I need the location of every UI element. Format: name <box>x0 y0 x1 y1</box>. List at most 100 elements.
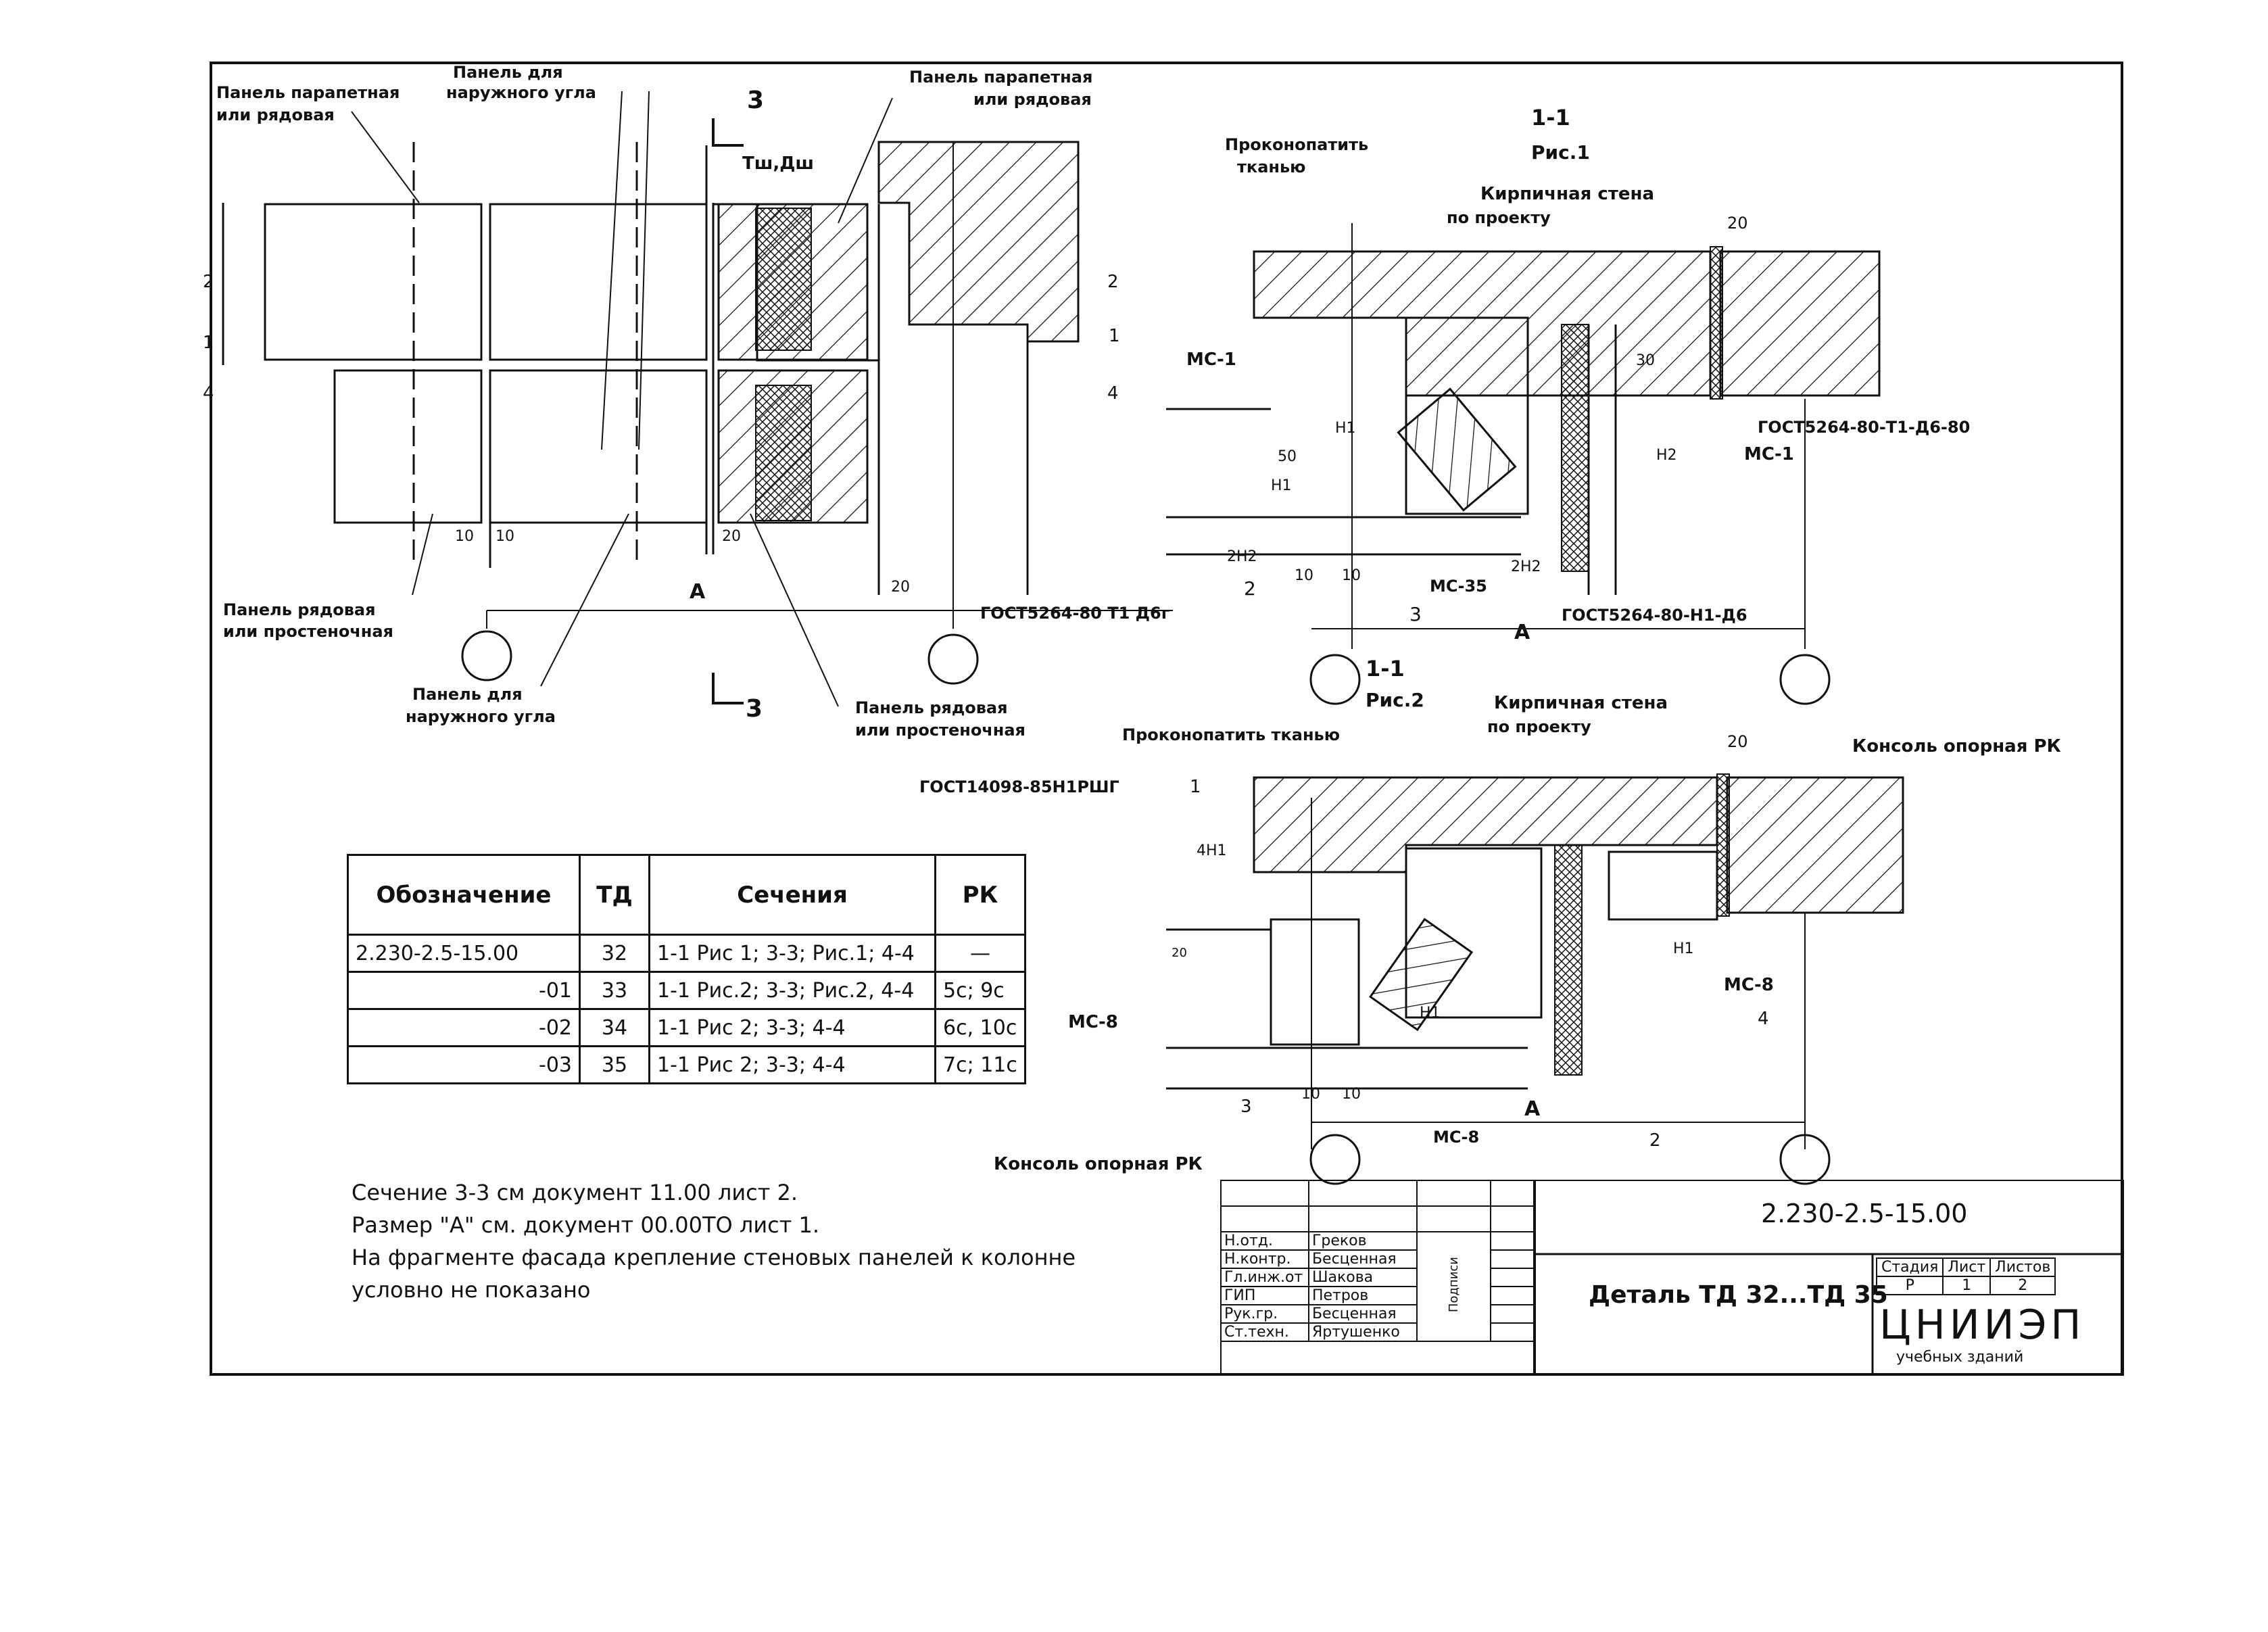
svg-text:ГОСТ5264-80-Т1-Д6-80: ГОСТ5264-80-Т1-Д6-80 <box>1758 418 1970 437</box>
svg-text:Панель для: Панель для <box>453 63 563 82</box>
svg-text:Панель для: Панель для <box>412 685 523 704</box>
svg-text:по проекту: по проекту <box>1487 717 1591 736</box>
stamp-name: Петров <box>1307 1286 1418 1305</box>
svg-text:МС-8: МС-8 <box>1068 1012 1118 1032</box>
stamp-role: Н.отд. <box>1220 1231 1309 1251</box>
d2-dim-10a: 10 <box>1301 1086 1320 1103</box>
d2-dim-20: 20 <box>1727 732 1748 751</box>
sheet-frame <box>210 62 2123 1376</box>
svg-text:2: 2 <box>203 272 214 292</box>
svg-text:10: 10 <box>1342 1086 1361 1103</box>
svg-text:30: 30 <box>1636 352 1655 369</box>
d1-mc1-right: МС-1 <box>1744 444 1794 464</box>
svg-text:Консоль опорная РК: Консоль опорная РК <box>1852 736 2061 757</box>
organization-subtitle: учебных зданий <box>1896 1349 2024 1366</box>
d1-brick-2: по проекту <box>1447 208 1551 227</box>
svg-text:Рис.2: Рис.2 <box>1366 689 1424 711</box>
note-line: условно не показано <box>352 1277 591 1303</box>
axis-circle <box>1779 654 1831 705</box>
d2-n1b: Н1 <box>1673 940 1694 957</box>
stamp-role: ГИП <box>1220 1286 1309 1305</box>
svg-text:ГОСТ14098-85Н1РШГ: ГОСТ14098-85Н1РШГ <box>919 777 1119 796</box>
dim-4-right: 4 <box>1107 383 1119 404</box>
label-panel-corner: Панель для <box>453 63 563 82</box>
spec-cell: 2.230-2.5-15.00 <box>347 934 581 973</box>
d1-fig: Рис.1 <box>1531 141 1590 164</box>
svg-text:20: 20 <box>1727 732 1748 751</box>
stamp-role: Ст.техн. <box>1220 1322 1309 1342</box>
d1-dim-30: 30 <box>1636 352 1655 369</box>
svg-text:или простеночная: или простеночная <box>223 622 393 641</box>
svg-text:МС-35: МС-35 <box>1430 577 1487 596</box>
svg-text:Проконопатить: Проконопатить <box>1225 135 1368 154</box>
spec-cell: 5с; 9с <box>934 971 1026 1010</box>
spec-header-designation: Обозначение <box>347 854 581 936</box>
d1-gost-right: ГОСТ5264-80-Т1-Д6-80 <box>1758 418 1970 437</box>
svg-text:Н1: Н1 <box>1271 477 1292 494</box>
svg-text:или простеночная: или простеночная <box>855 721 1026 740</box>
table-row: -02 34 1-1 Рис 2; 3-3; 4-4 6с, 10с <box>347 1008 1026 1047</box>
svg-text:Н2: Н2 <box>1656 447 1677 464</box>
axis-circle <box>1309 1134 1361 1185</box>
svg-text:1-1: 1-1 <box>1531 105 1570 130</box>
d1-dim-10a: 10 <box>1295 567 1313 584</box>
detail-1 <box>1166 223 1881 705</box>
stamp-role: Гл.инж.от <box>1220 1268 1309 1287</box>
stamp-name: Греков <box>1307 1231 1418 1251</box>
svg-text:ГОСТ5264-80-Н1-Д6: ГОСТ5264-80-Н1-Д6 <box>1562 606 1747 625</box>
spec-cell: 1-1 Рис 2; 3-3; 4-4 <box>648 1045 936 1084</box>
d2-item-1: 1 <box>1190 777 1201 797</box>
d2-item-2: 2 <box>1649 1130 1661 1151</box>
d1-n2: Н2 <box>1656 447 1677 464</box>
svg-text:20: 20 <box>722 528 741 545</box>
svg-text:Тш,Дш: Тш,Дш <box>742 153 814 174</box>
spec-cell: — <box>934 934 1026 973</box>
d2-console-bottom: Консоль опорная РК <box>994 1154 1203 1174</box>
spec-cell: 7с; 11с <box>934 1045 1026 1084</box>
note-line: Сечение 3-3 см документ 11.00 лист 2. <box>352 1180 798 1205</box>
d2-console: Консоль опорная РК <box>1852 736 2061 757</box>
svg-text:2Н2: 2Н2 <box>1227 548 1257 565</box>
d1-weld-2n2: 2Н2 <box>1227 548 1257 565</box>
spec-cell: 35 <box>579 1045 650 1084</box>
d1-item-3: 3 <box>1409 603 1422 625</box>
d1-dim-10b: 10 <box>1342 567 1361 584</box>
dim-10a: 10 <box>455 528 474 545</box>
sheets-header: Листов <box>1989 1257 2056 1277</box>
svg-text:Рис.1: Рис.1 <box>1531 141 1590 164</box>
svg-text:3: 3 <box>1409 603 1422 625</box>
spec-cell: -03 <box>347 1045 581 1084</box>
svg-text:наружного угла: наружного угла <box>406 707 556 726</box>
svg-text:Н1: Н1 <box>1673 940 1694 957</box>
svg-text:20: 20 <box>1727 214 1748 233</box>
svg-text:1: 1 <box>1190 777 1201 797</box>
label-panel-parapet-right: Панель парапетная <box>909 68 1092 87</box>
svg-text:4: 4 <box>1758 1009 1769 1029</box>
spec-header-rk: РК <box>934 854 1026 936</box>
d2-mc8-bottom: МС-8 <box>1433 1128 1479 1147</box>
table-row: 2.230-2.5-15.00 32 1-1 Рис 1; 3-3; Рис.1… <box>347 934 1026 973</box>
section-mark-top: 3 <box>747 87 764 114</box>
spec-header-td: ТД <box>579 854 650 936</box>
table-row: -03 35 1-1 Рис 2; 3-3; 4-4 7с; 11с <box>347 1045 1026 1084</box>
d1-weld-2n2b: 2Н2 <box>1511 558 1541 575</box>
svg-text:3: 3 <box>1240 1097 1252 1117</box>
panel-section <box>717 203 869 524</box>
d2-axis-a: А <box>1524 1097 1541 1121</box>
spec-table: Обозначение ТД Сечения РК 2.230-2.5-15.0… <box>347 854 1026 1084</box>
svg-text:4: 4 <box>203 383 214 404</box>
d1-brick: Кирпичная стена <box>1480 184 1654 204</box>
spec-cell: 32 <box>579 934 650 973</box>
spec-cell: -02 <box>347 1008 581 1047</box>
axis-circle <box>1309 654 1361 705</box>
d2-n1a: Н1 <box>1420 1005 1441 1022</box>
label-panel-corner-bottom: Панель для <box>412 685 523 704</box>
svg-text:наружного угла: наружного угла <box>446 83 596 102</box>
svg-text:Консоль опорная РК: Консоль опорная РК <box>994 1154 1203 1174</box>
svg-text:ГОСТ5264-80 Т1 Д6г: ГОСТ5264-80 Т1 Д6г <box>980 604 1169 623</box>
label-panel-parapet-right-2: или рядовая <box>973 90 1092 109</box>
stamp-signature-label: Подписи <box>1446 1256 1461 1313</box>
